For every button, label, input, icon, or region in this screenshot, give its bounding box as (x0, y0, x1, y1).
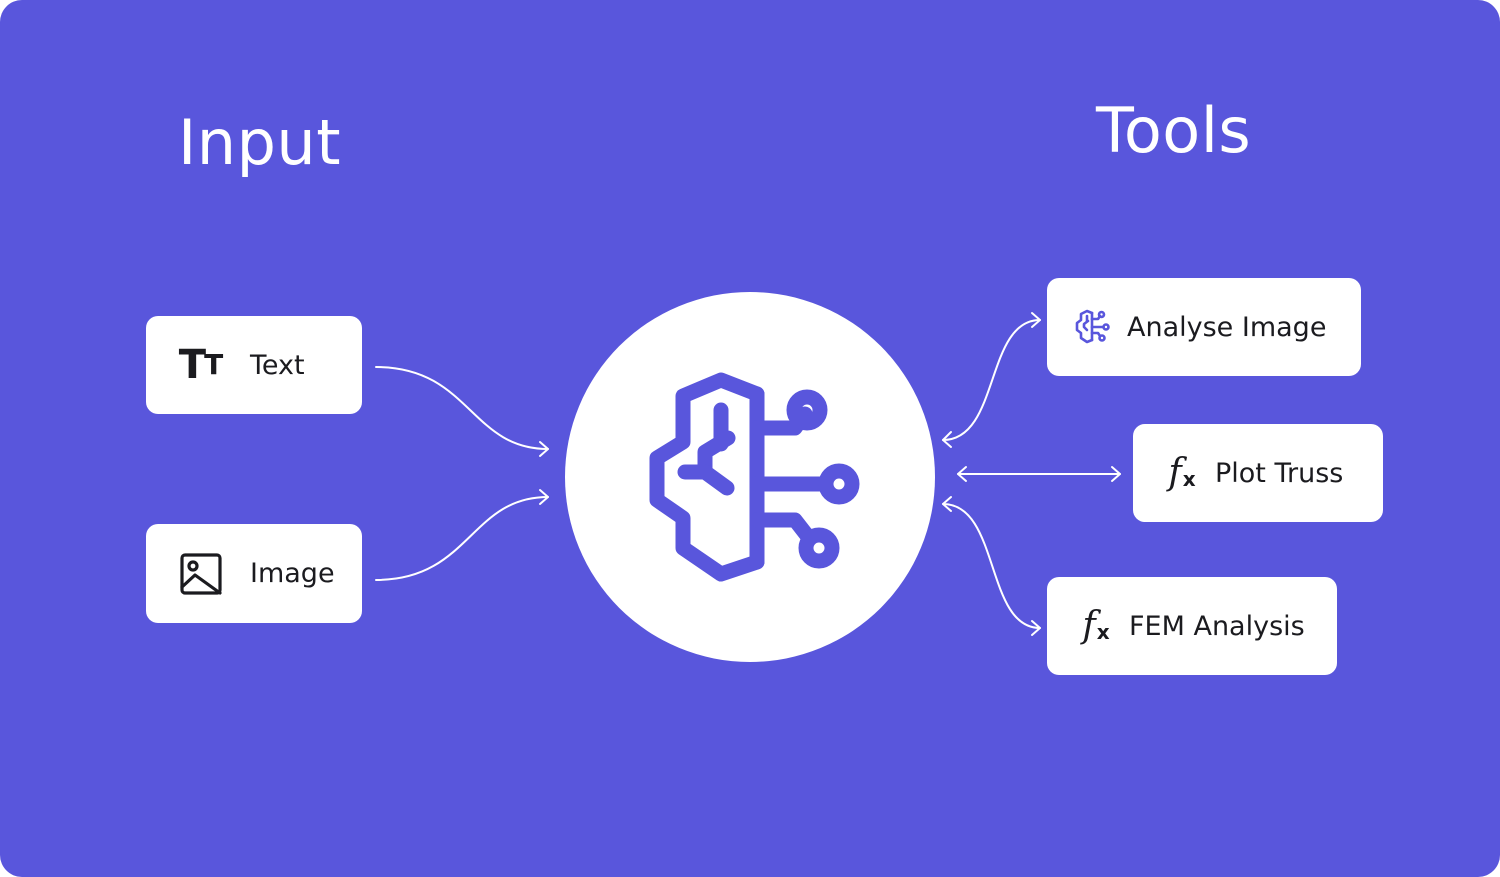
input-node-image[interactable]: Image (146, 524, 362, 623)
ai-brain-icon (1071, 307, 1113, 347)
image-icon (178, 552, 224, 596)
tool-node-label: Plot Truss (1215, 457, 1344, 489)
arrow-hub-fem (942, 503, 1041, 629)
tools-heading: Tools (1096, 94, 1252, 167)
arrowhead-text (539, 441, 549, 457)
ai-brain-icon (649, 372, 860, 582)
tool-node-analyse-image[interactable]: Analyse Image (1047, 278, 1361, 376)
input-node-label: Image (250, 558, 335, 589)
input-node-label: Text (250, 349, 305, 381)
arrow-image-to-hub (375, 496, 549, 581)
ai-hub (565, 292, 935, 662)
input-heading: Input (178, 106, 342, 179)
arrow-hub-analyse (942, 319, 1041, 441)
arrow-text-to-hub (375, 366, 549, 450)
arrowhead-image (539, 489, 549, 505)
tool-node-label: FEM Analysis (1129, 610, 1305, 642)
tool-node-label: Analyse Image (1127, 311, 1327, 343)
